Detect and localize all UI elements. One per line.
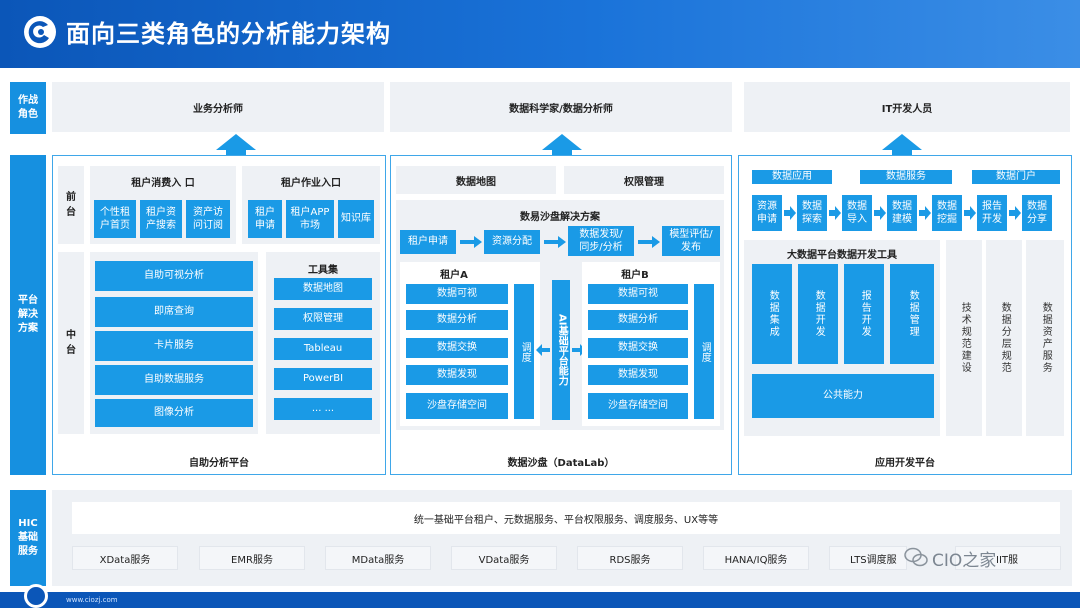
- public-capability: 公共能力: [752, 374, 934, 418]
- toolset-item: Tableau: [274, 338, 372, 360]
- tenant-a-item: 数据发现: [406, 365, 508, 385]
- flow-step: 租户申请: [400, 230, 456, 254]
- hic-service: EMR服务: [199, 546, 305, 570]
- row-label-roles: 作战 角色: [10, 82, 46, 134]
- dev-tool-item: 数据开发: [798, 264, 838, 364]
- toolset-title: 工具集: [308, 265, 338, 276]
- work-item: 租户APP 市场: [286, 200, 334, 238]
- ai-platform-capability: AI基础平台能力: [552, 280, 570, 420]
- dev-tool-item: 数据管理: [890, 264, 934, 364]
- dev-tool-item: 数据集成: [752, 264, 792, 364]
- app-top-item: 数据服务: [860, 170, 952, 184]
- hic-service: MData服务: [325, 546, 431, 570]
- mid-service-item: 自助数据服务: [95, 365, 253, 395]
- mid-service-item: 卡片服务: [95, 331, 253, 361]
- mid-service-item: 自助可视分析: [95, 261, 253, 291]
- wechat-icon: [904, 547, 928, 567]
- right-arrow-icon: [919, 206, 931, 220]
- flow-step: 模型评估/ 发布: [662, 226, 720, 256]
- hic-service: XData服务: [72, 546, 178, 570]
- tenant-b-item: 数据发现: [588, 365, 688, 385]
- mid-service-item: 图像分析: [95, 399, 253, 427]
- toolset-item: 数据地图: [274, 278, 372, 300]
- footer-logo-icon: [24, 584, 48, 608]
- front-stage-label: 前 台: [58, 166, 84, 244]
- datalab-permission: 权限管理: [564, 166, 724, 194]
- dev-tool-item: 报告开发: [844, 264, 884, 364]
- consumer-item: 资产访 问订阅: [186, 200, 230, 238]
- role-data-scientist: 数据科学家/数据分析师: [390, 82, 732, 132]
- right-arrow-icon: [964, 206, 976, 220]
- flow-step: 数据发现/ 同步/分析: [568, 226, 634, 256]
- role-business-analyst: 业务分析师: [52, 82, 384, 132]
- row-label-hic: HIC 基础 服务: [10, 490, 46, 586]
- app-side-item: 数据分层规范: [986, 240, 1022, 436]
- self-service-platform-title: 自助分析平台: [189, 458, 249, 469]
- app-step: 数据 分享: [1022, 195, 1052, 231]
- toolset-item: 权限管理: [274, 308, 372, 330]
- work-item: 知识库: [338, 200, 374, 238]
- header-bar: [0, 0, 1080, 68]
- logo-icon: [24, 16, 56, 48]
- tenant-b-title: 租户B: [621, 270, 649, 281]
- app-step: 数据 导入: [842, 195, 872, 231]
- app-step: 数据 探索: [797, 195, 827, 231]
- toolset-item: ... ...: [274, 398, 372, 420]
- app-step: 报告 开发: [977, 195, 1007, 231]
- page-title: 面向三类角色的分析能力架构: [66, 20, 391, 48]
- tenant-b-item: 数据可视: [588, 284, 688, 304]
- right-arrow-icon: [874, 206, 886, 220]
- footer-bar: [0, 592, 1080, 608]
- app-top-item: 数据门户: [972, 170, 1060, 184]
- tenant-a-schedule: 调度: [514, 284, 534, 419]
- footer-url: www.ciozj.com: [66, 596, 118, 604]
- tenant-b-item: 沙盘存储空间: [588, 393, 688, 419]
- toolset-item: PowerBI: [274, 368, 372, 390]
- consumer-item: 租户资 产搜索: [140, 200, 182, 238]
- work-entry-title: 租户作业入口: [281, 178, 341, 189]
- tenant-b-item: 数据交换: [588, 338, 688, 358]
- right-arrow-icon: [829, 206, 841, 220]
- hic-service: VData服务: [451, 546, 557, 570]
- right-arrow-icon: [784, 206, 796, 220]
- tenant-a-item: 沙盘存储空间: [406, 393, 508, 419]
- watermark-text: CIO之家: [932, 551, 997, 571]
- app-step: 资源 申请: [752, 195, 782, 231]
- hic-service: HANA/IQ服务: [703, 546, 809, 570]
- app-dev-platform-title: 应用开发平台: [875, 458, 935, 469]
- sandbox-solution-title: 数易沙盘解决方案: [520, 212, 600, 223]
- flow-step: 资源分配: [484, 230, 540, 254]
- app-top-item: 数据应用: [752, 170, 832, 184]
- tenant-b-item: 数据分析: [588, 310, 688, 330]
- middle-stage-label: 中 台: [58, 252, 84, 434]
- app-step: 数据 挖掘: [932, 195, 962, 231]
- datalab-platform-title: 数据沙盘（DataLab）: [507, 458, 615, 469]
- right-arrow-icon: [638, 236, 660, 248]
- hic-service: LTS调度服: [829, 546, 907, 570]
- tenant-a-item: 数据交换: [406, 338, 508, 358]
- hic-service: IIT服: [955, 546, 1061, 570]
- datalab-data-map: 数据地图: [396, 166, 556, 194]
- mid-service-item: 即席查询: [95, 297, 253, 327]
- tenant-a-item: 数据分析: [406, 310, 508, 330]
- right-arrow-icon: [460, 236, 482, 248]
- role-it-developer: IT开发人员: [744, 82, 1070, 132]
- app-side-item: 技术规范建设: [946, 240, 982, 436]
- right-arrow-icon: [544, 236, 566, 248]
- right-arrow-icon: [1009, 206, 1021, 220]
- hic-service: RDS服务: [577, 546, 683, 570]
- work-item: 租户 申请: [248, 200, 282, 238]
- left-arrow-icon: [536, 344, 550, 356]
- bigdata-tools-title: 大数据平台数据开发工具: [787, 250, 897, 261]
- app-side-item: 数据资产服务: [1026, 240, 1064, 436]
- consumer-entry-title: 租户消费入 口: [131, 178, 195, 189]
- tenant-b-schedule: 调度: [694, 284, 714, 419]
- hic-banner: 统一基础平台租户、元数据服务、平台权限服务、调度服务、UX等等: [72, 502, 1060, 534]
- app-step: 数据 建模: [887, 195, 917, 231]
- consumer-item: 个性租 户首页: [94, 200, 136, 238]
- tenant-a-title: 租户A: [440, 270, 468, 281]
- tenant-a-item: 数据可视: [406, 284, 508, 304]
- row-label-platform: 平台 解决 方案: [10, 155, 46, 475]
